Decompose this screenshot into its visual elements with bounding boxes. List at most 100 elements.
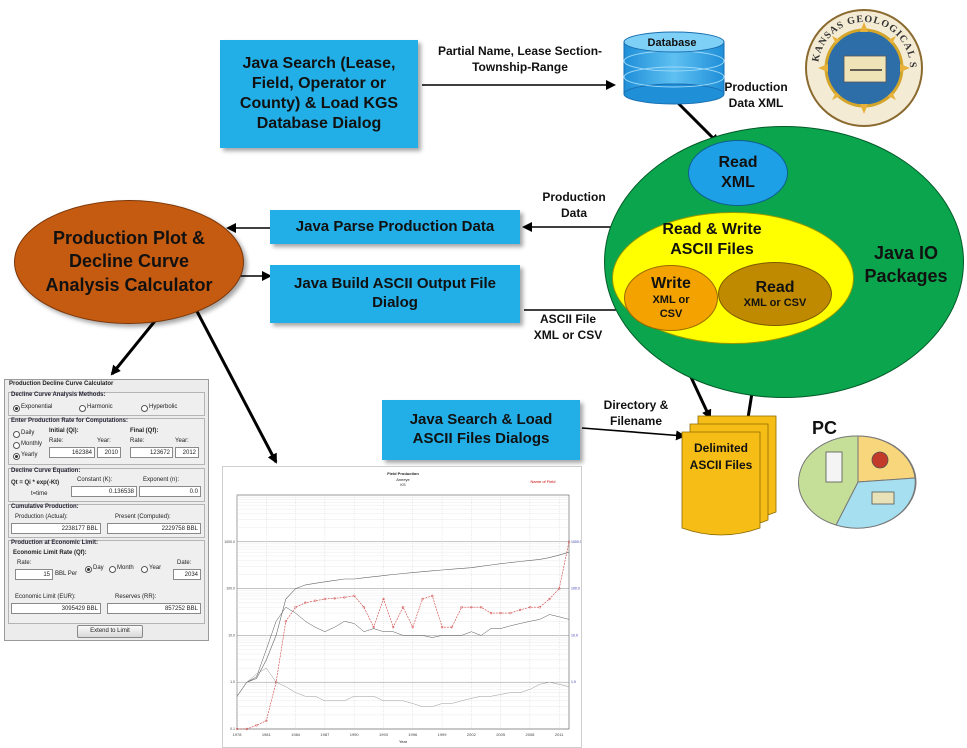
- initial-rate-input[interactable]: 162384: [49, 447, 95, 458]
- econ-legend: Production at Economic Limit:: [11, 540, 99, 546]
- initial-label: Initial (Qi):: [49, 428, 79, 434]
- read-sub-label: XML or CSV: [743, 297, 807, 309]
- econ-date-input[interactable]: 2034: [173, 569, 201, 580]
- decline-curve-calculator-panel: Production Decline Curve Calculator Decl…: [4, 379, 209, 641]
- plot-data-point: [528, 606, 532, 609]
- java-build-ascii-box: Java Build ASCII Output File Dialog: [270, 265, 520, 323]
- plot-x-tick-label: 1993: [379, 732, 389, 737]
- plot-x-tick-label: 2002: [467, 732, 477, 737]
- write-sub-label: XML or CSV: [652, 293, 690, 320]
- eur-label: Economic Limit (EUR):: [15, 594, 76, 600]
- econ-rate-label: Economic Limit Rate (Qf):: [13, 550, 87, 556]
- methods-legend: Decline Curve Analysis Methods:: [11, 392, 106, 398]
- final-rate-input[interactable]: 123672: [130, 447, 173, 458]
- plot-x-tick-label: 1999: [438, 732, 448, 737]
- exponent-label: Exponent (n):: [143, 477, 180, 483]
- plot-series-line: [236, 667, 570, 707]
- write-label: Write: [651, 274, 691, 292]
- plot-data-point: [245, 727, 248, 731]
- radio-econ-month[interactable]: [109, 566, 116, 573]
- database-icon: [623, 31, 725, 105]
- radio-hyperbolic-label: Hyperbolic: [149, 404, 178, 410]
- calc-title: Production Decline Curve Calculator: [9, 381, 114, 387]
- cumulative-legend: Cumulative Production:: [11, 504, 79, 510]
- plot-series-line: [236, 551, 570, 697]
- reserves-value: 857252 BBL: [107, 603, 201, 614]
- edge-label-ascii-file: ASCII File XML or CSV: [533, 312, 603, 342]
- econ-rate-unit: BBL Per: [55, 571, 78, 577]
- radio-hyperbolic[interactable]: [141, 405, 148, 412]
- plot-data-point: [382, 597, 385, 601]
- java-io-packages-label: Java IO Packages: [864, 243, 948, 287]
- plot-data-point: [470, 606, 473, 609]
- plot-x-tick-label: 1984: [291, 732, 301, 737]
- final-label: Final (Qf):: [130, 428, 159, 434]
- plot-data-point: [460, 606, 463, 609]
- radio-yearly-label: Yearly: [21, 452, 38, 458]
- pc-pie-icon: [798, 435, 917, 529]
- plot-series-line: [237, 541, 570, 730]
- plot-legend: Name of Field: [530, 479, 556, 484]
- actual-label: Production (Actual):: [15, 514, 68, 520]
- plot-data-point: [343, 596, 346, 599]
- plot-data-point: [313, 599, 317, 602]
- radio-econ-year[interactable]: [141, 566, 148, 573]
- equation-text: Qt = Qi * exp(-Kt): [11, 480, 60, 486]
- edge-label-production-data: Production Data: [542, 190, 606, 220]
- plot-x-tick-label: 1987: [320, 732, 330, 737]
- radio-econ-month-label: Month: [117, 565, 134, 571]
- java-search-load-label: Java Search (Lease, Field, Operator or C…: [239, 55, 399, 132]
- plot-subtitle-1: Aneeye: [396, 477, 410, 482]
- plot-data-point: [235, 727, 239, 731]
- radio-yearly[interactable]: [13, 453, 20, 460]
- initial-year-input[interactable]: 2010: [97, 447, 121, 458]
- radio-harmonic-label: Harmonic: [87, 404, 113, 410]
- plot-series-line: [236, 606, 570, 697]
- pc-label: PC: [812, 418, 838, 438]
- edge-label-partial-name: Partial Name, Lease Section-Township-Ran…: [437, 44, 603, 74]
- plot-data-point: [538, 606, 541, 609]
- plot-data-point: [499, 611, 502, 615]
- initial-rate-label: Rate:: [49, 438, 64, 444]
- plot-y-tick-label-right: 10.0: [571, 633, 578, 637]
- plot-y-tick-label-left: 1000.0: [224, 540, 235, 544]
- plot-x-tick-label: 1981: [262, 732, 272, 737]
- plot-data-point: [440, 625, 444, 629]
- delimited-files-label: Delimited ASCII Files: [689, 441, 753, 472]
- plot-data-point: [548, 597, 551, 601]
- plot-data-point: [294, 606, 297, 609]
- exponent-value: 0.0: [139, 486, 201, 497]
- final-year-input[interactable]: 2012: [175, 447, 199, 458]
- plot-x-tick-label: 2008: [525, 732, 535, 737]
- equation-t-text: t=time: [31, 491, 48, 497]
- equation-legend: Decline Curve Equation:: [11, 468, 81, 474]
- plot-data-point: [489, 611, 493, 615]
- plot-x-tick-label: 1978: [233, 732, 243, 737]
- plot-data-point: [255, 724, 258, 727]
- edge-label-directory-filename: Directory & Filename: [603, 398, 669, 428]
- plot-data-point: [431, 594, 434, 598]
- radio-econ-day[interactable]: [85, 566, 92, 573]
- plot-data-point: [392, 625, 395, 629]
- radio-harmonic[interactable]: [79, 405, 86, 412]
- plot-data-point: [401, 606, 405, 609]
- plot-data-point: [421, 597, 424, 601]
- read-xml-node: Read XML: [688, 140, 788, 206]
- radio-monthly[interactable]: [13, 442, 20, 449]
- plot-data-point: [372, 625, 375, 629]
- arrow-searchascii-to-files: [581, 427, 686, 441]
- extend-to-limit-button[interactable]: Extend to Limit: [77, 625, 143, 638]
- radio-daily[interactable]: [13, 431, 20, 438]
- arrow-plot-to-chart: [188, 297, 278, 464]
- plot-data-point: [333, 597, 336, 600]
- read-label: Read: [755, 279, 795, 296]
- plot-title: Field Production: [387, 471, 419, 476]
- plot-x-tick-label: 1996: [408, 732, 418, 737]
- final-rate-label: Rate:: [130, 438, 145, 444]
- final-year-label: Year:: [175, 438, 189, 444]
- plot-data-point: [518, 608, 522, 612]
- radio-exponential[interactable]: [13, 405, 20, 412]
- eur-value: 3095429 BBL: [11, 603, 101, 614]
- econ-rate-input[interactable]: 15: [15, 569, 53, 580]
- plot-data-point: [304, 601, 307, 604]
